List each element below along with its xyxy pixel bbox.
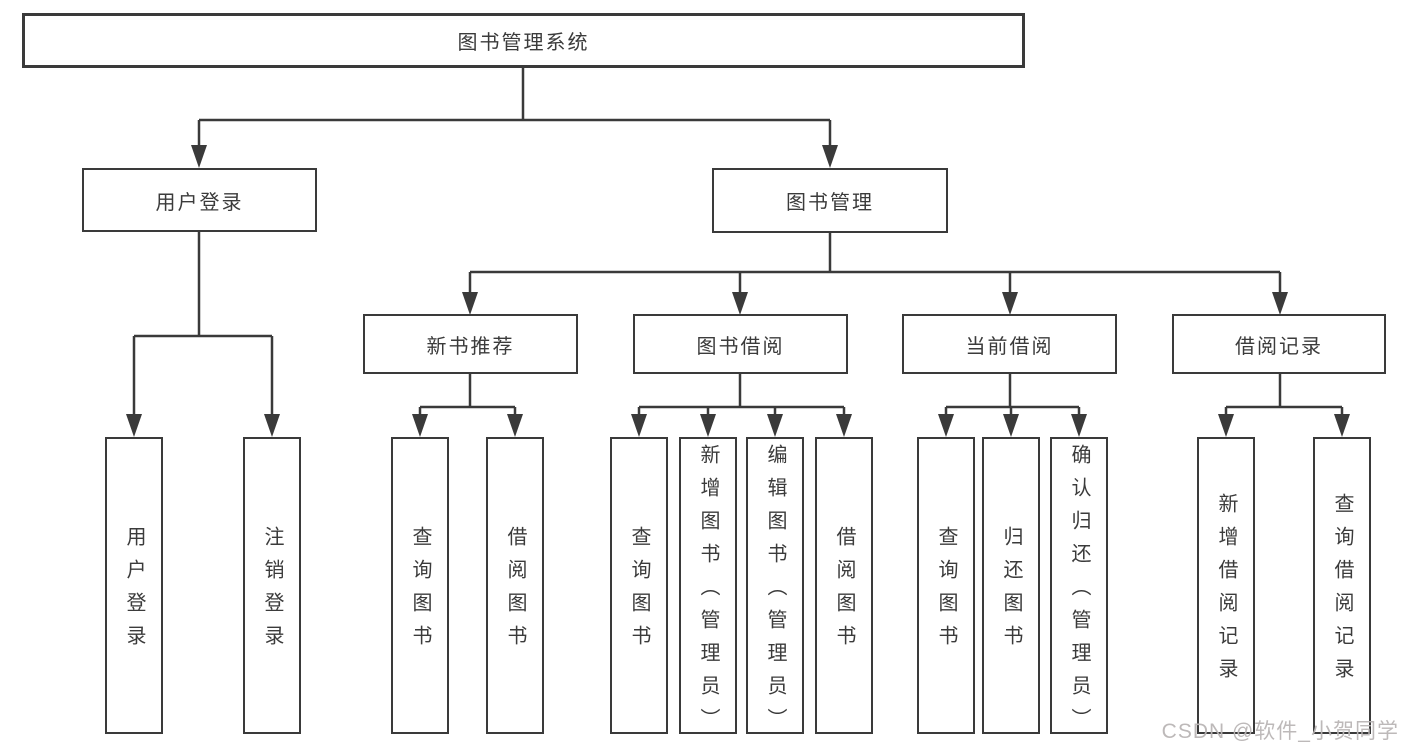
group-borrow-records: 借阅记录 — [1172, 314, 1386, 374]
leaf-add-borrow-record: 新增借阅记录 — [1197, 437, 1255, 734]
leaf-edit-book-admin-label: 编辑图书（管理员） — [764, 443, 786, 741]
leaf-return-book: 归还图书 — [982, 437, 1040, 734]
branch-book-management-label: 图书管理 — [786, 192, 874, 214]
leaf-add-borrow-record-label: 新增借阅记录 — [1215, 493, 1237, 691]
leaf-borrow-books-recommend: 借阅图书 — [486, 437, 544, 734]
leaf-confirm-return-admin-label: 确认归还（管理员） — [1068, 443, 1090, 741]
leaf-query-books-recommend-label: 查询图书 — [409, 526, 431, 658]
leaf-borrow-books-recommend-label: 借阅图书 — [504, 526, 526, 658]
group-new-book-recommend: 新书推荐 — [363, 314, 578, 374]
group-new-book-recommend-label: 新书推荐 — [426, 335, 515, 358]
leaf-query-books-borrow-label: 查询图书 — [628, 526, 650, 658]
leaf-query-books-borrow: 查询图书 — [610, 437, 668, 734]
leaf-query-borrow-record-label: 查询借阅记录 — [1331, 493, 1353, 691]
leaf-borrow-books-label: 借阅图书 — [833, 526, 855, 658]
leaf-query-books-current: 查询图书 — [917, 437, 975, 734]
leaf-edit-book-admin: 编辑图书（管理员） — [746, 437, 804, 741]
watermark: CSDN @软件_小贺同学 — [1161, 720, 1399, 743]
leaf-query-borrow-record: 查询借阅记录 — [1313, 437, 1371, 734]
root-node: 图书管理系统 — [22, 13, 1025, 68]
leaf-add-book-admin-label: 新增图书（管理员） — [697, 443, 719, 741]
leaf-user-login: 用户登录 — [105, 437, 163, 734]
group-borrow-records-label: 借阅记录 — [1235, 335, 1323, 358]
leaf-user-login-label: 用户登录 — [123, 526, 145, 658]
leaf-logout: 注销登录 — [243, 437, 301, 734]
group-current-borrow-label: 当前借阅 — [965, 335, 1054, 358]
branch-user-login: 用户登录 — [82, 168, 317, 232]
root-node-label: 图书管理系统 — [457, 32, 590, 54]
branch-user-login-label: 用户登录 — [155, 191, 244, 214]
leaf-add-book-admin: 新增图书（管理员） — [679, 437, 737, 741]
group-book-borrow: 图书借阅 — [633, 314, 848, 374]
branch-book-management: 图书管理 — [712, 168, 948, 233]
group-current-borrow: 当前借阅 — [902, 314, 1117, 374]
leaf-confirm-return-admin: 确认归还（管理员） — [1050, 437, 1108, 741]
leaf-query-books-current-label: 查询图书 — [935, 526, 957, 658]
leaf-return-book-label: 归还图书 — [1000, 526, 1022, 658]
leaf-query-books-recommend: 查询图书 — [391, 437, 449, 734]
group-book-borrow-label: 图书借阅 — [696, 335, 785, 358]
leaf-logout-label: 注销登录 — [261, 526, 283, 658]
leaf-borrow-books: 借阅图书 — [815, 437, 873, 734]
